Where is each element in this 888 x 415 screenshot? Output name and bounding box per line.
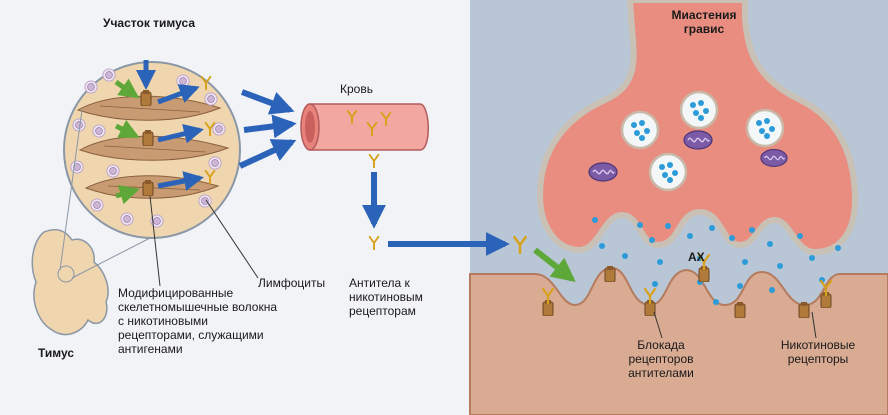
thymus-organ	[31, 228, 109, 336]
lymphocyte-icon	[120, 212, 134, 226]
label-lymphocytes: Лимфоциты	[258, 276, 326, 290]
mitochondrion-icon	[588, 162, 618, 182]
thymus-internal-arrows	[114, 60, 204, 205]
blood-vessel	[300, 103, 429, 151]
lymphocyte-icon	[70, 160, 84, 174]
label-nicotinic-receptors: Никотиновые рецепторы	[780, 338, 856, 366]
vesicle-icon	[679, 90, 719, 130]
label-ach: АХ	[688, 250, 705, 264]
receptor-icon	[142, 130, 154, 146]
receptor-icon	[142, 180, 154, 196]
vesicle-icon	[648, 152, 688, 192]
arrow-to-receptor	[533, 247, 576, 282]
label-blood: Кровь	[340, 82, 373, 96]
mitochondrion-icon	[760, 148, 788, 168]
receptor-icon	[140, 90, 152, 106]
lymphocyte-icon	[84, 80, 98, 94]
lymphocyte-icon	[106, 164, 120, 178]
label-antibodies: Антитела к никотиновым рецепторам	[349, 276, 423, 318]
arrows-to-blood	[238, 89, 297, 169]
lymphocyte-icon	[212, 122, 226, 136]
pointer-blockade	[653, 311, 663, 339]
lymphocyte-icon	[92, 124, 106, 138]
left-panel-background	[0, 0, 470, 415]
lymphocyte-icon	[204, 92, 218, 106]
mitochondrion-icon	[683, 130, 713, 150]
vesicle-icon	[620, 110, 660, 150]
label-thymus: Тимус	[38, 346, 75, 360]
lymphocyte-icon	[208, 156, 222, 170]
receptor-icon	[798, 302, 810, 318]
lymphocyte-icon	[176, 74, 190, 88]
receptor-icon	[734, 302, 746, 318]
label-thymus-section: Участок тимуса	[103, 16, 196, 30]
lymphocyte-icon	[102, 68, 116, 82]
label-disease: Миастения гравис	[671, 8, 737, 36]
vesicle-icon	[745, 108, 785, 148]
lymphocyte-icon	[90, 198, 104, 212]
pointer-modified-fibers	[149, 195, 161, 287]
receptor-icon	[604, 266, 616, 282]
acetylcholine-molecules	[592, 217, 841, 305]
label-receptor-blockade: Блокада рецепторов антителами	[628, 338, 694, 380]
pointer-nicotinic	[811, 311, 817, 339]
thymus-zoom-lines	[57, 109, 151, 283]
pointer-lymphocytes	[205, 199, 259, 279]
label-modified-fibers: Модифицированные скелетномышечные волокн…	[118, 286, 278, 356]
